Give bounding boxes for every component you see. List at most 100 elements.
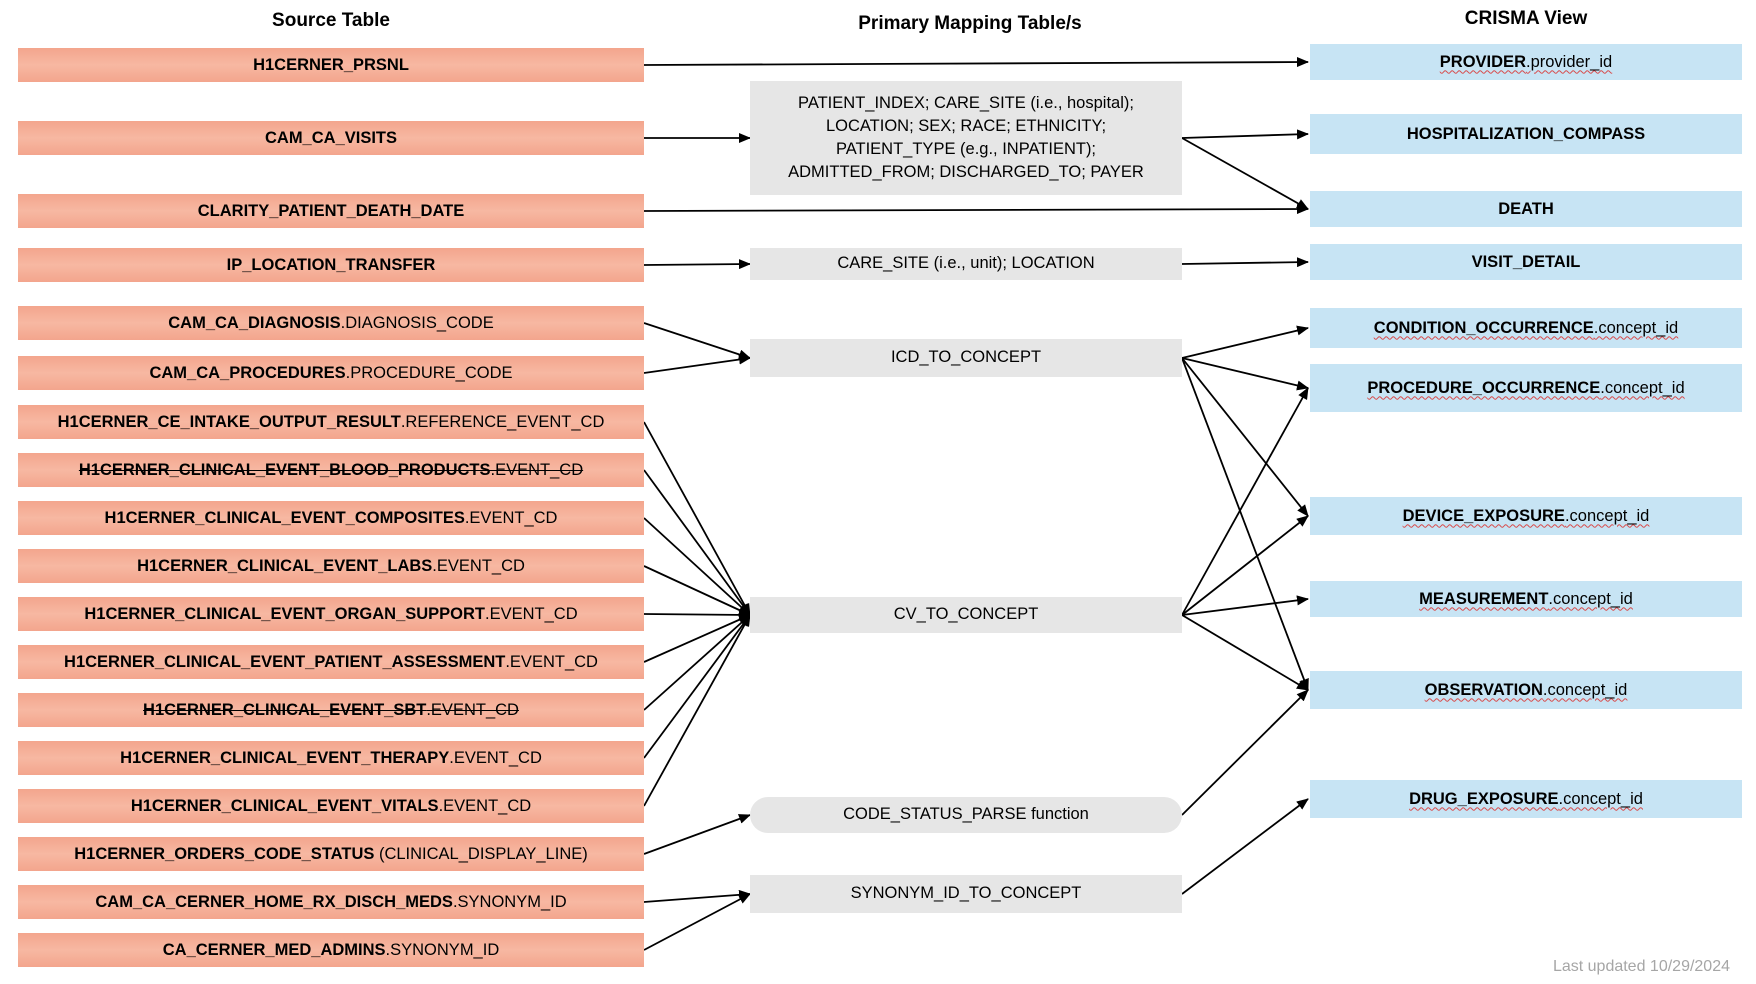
mapping-table-text: PATIENT_INDEX; CARE_SITE (i.e., hospital…: [788, 92, 1144, 184]
source-table-cam-ca-visits: CAM_CA_VISITS: [18, 121, 644, 155]
crisma-view-field: .concept_id: [1558, 789, 1643, 808]
mapping-table-synonym-id-to-concept: SYNONYM_ID_TO_CONCEPT: [750, 875, 1182, 913]
mapping-table-line: ICD_TO_CONCEPT: [890, 348, 1042, 367]
crisma-view-name: DRUG_EXPOSURE: [1409, 789, 1559, 808]
mapping-table-icd-to-concept: ICD_TO_CONCEPT: [750, 339, 1182, 377]
arrow-h1cerner-clinical-event-therapy-to-cv-to-concept: [643, 614, 751, 759]
source-table-name: CAM_CA_PROCEDURES: [149, 363, 346, 382]
source-table-cam-ca-cerner-home-rx-disch-meds: CAM_CA_CERNER_HOME_RX_DISCH_MEDS.SYNONYM…: [18, 885, 644, 919]
crisma-view-condition-occurrence: CONDITION_OCCURRENCE.concept_id: [1310, 308, 1742, 348]
arrow-h1cerner-clinical-event-organ-support-to-cv-to-concept: [643, 609, 751, 620]
source-table-ca-cerner-med-admins: CA_CERNER_MED_ADMINS.SYNONYM_ID: [18, 933, 644, 967]
mapping-table-line: PATIENT_TYPE (e.g., INPATIENT);: [835, 140, 1097, 158]
arrow-h1cerner-orders-code-status-to-code-status-parse-function: [643, 814, 751, 855]
crisma-view-label: MEASUREMENT.concept_id: [1419, 590, 1633, 609]
mapping-table-cv-to-concept: CV_TO_CONCEPT: [750, 597, 1182, 633]
source-table-label: H1CERNER_CLINICAL_EVENT_ORGAN_SUPPORT.EV…: [84, 605, 577, 624]
mapping-table-line: LOCATION; SEX; RACE; ETHNICITY;: [825, 116, 1107, 135]
crisma-view-header: CRISMA View: [1464, 8, 1588, 29]
source-table-name: H1CERNER_ORDERS_CODE_STATUS: [74, 844, 375, 863]
source-table-name: CAM_CA_CERNER_HOME_RX_DISCH_MEDS: [95, 892, 453, 911]
arrow-cam-ca-cerner-home-rx-disch-meds-to-synonym-id-to-concept: [643, 889, 751, 903]
mapping-table-line: CODE_STATUS_PARSE function: [843, 805, 1089, 824]
arrow-patient-index-mapping-to-death: [1181, 137, 1309, 210]
crisma-view-name: MEASUREMENT: [1419, 589, 1549, 608]
crisma-view-field: .concept_id: [1542, 680, 1628, 699]
source-table-name: H1CERNER_CLINICAL_EVENT_BLOOD_PRODUCTS: [78, 460, 491, 479]
arrow-ca-cerner-med-admins-to-synonym-id-to-concept: [643, 893, 751, 951]
source-table-ip-location-transfer: IP_LOCATION_TRANSFER: [18, 248, 644, 282]
mapping-table-text: ICD_TO_CONCEPT: [891, 346, 1041, 369]
source-table-name: H1CERNER_PRSNL: [253, 55, 409, 74]
arrow-h1cerner-prsnl-to-provider: [643, 57, 1309, 68]
source-table-label: H1CERNER_CLINICAL_EVENT_THERAPY.EVENT_CD: [120, 749, 542, 768]
arrow-h1cerner-clinical-event-vitals-to-cv-to-concept: [643, 614, 751, 807]
source-table-name: H1CERNER_CE_INTAKE_OUTPUT_RESULT: [57, 412, 401, 431]
crisma-view-label: OBSERVATION.concept_id: [1425, 681, 1628, 700]
mapping-table-line: CV_TO_CONCEPT: [893, 605, 1039, 624]
source-table-h1cerner-clinical-event-organ-support: H1CERNER_CLINICAL_EVENT_ORGAN_SUPPORT.EV…: [18, 597, 644, 631]
crisma-view-visit-detail: VISIT_DETAIL: [1310, 244, 1742, 280]
source-table-field: .REFERENCE_EVENT_CD: [400, 412, 605, 431]
crisma-view-measurement: MEASUREMENT.concept_id: [1310, 581, 1742, 617]
crisma-view-observation: OBSERVATION.concept_id: [1310, 671, 1742, 709]
source-table-h1cerner-clinical-event-vitals: H1CERNER_CLINICAL_EVENT_VITALS.EVENT_CD: [18, 789, 644, 823]
mapping-table-patient-index: PATIENT_INDEX; CARE_SITE (i.e., hospital…: [750, 81, 1182, 195]
arrow-clarity-patient-death-date-to-death: [643, 204, 1309, 215]
source-table-name: H1CERNER_CLINICAL_EVENT_COMPOSITES: [104, 508, 465, 527]
crisma-view-death: DEATH: [1310, 191, 1742, 227]
source-table-field: .EVENT_CD: [438, 796, 532, 815]
source-table-name: H1CERNER_CLINICAL_EVENT_VITALS: [130, 796, 439, 815]
source-table-h1cerner-clinical-event-patient-assessment: H1CERNER_CLINICAL_EVENT_PATIENT_ASSESSME…: [18, 645, 644, 679]
crisma-view-field: .concept_id: [1564, 506, 1650, 525]
mapping-table-text: CODE_STATUS_PARSE function: [843, 803, 1089, 826]
crisma-view-device-exposure: DEVICE_EXPOSURE.concept_id: [1310, 497, 1742, 535]
arrow-cv-to-concept-to-procedure-occurrence: [1181, 387, 1309, 616]
crisma-view-field: .concept_id: [1600, 378, 1685, 397]
source-table-name: CAM_CA_DIAGNOSIS: [168, 313, 341, 332]
source-table-label: CAM_CA_DIAGNOSIS.DIAGNOSIS_CODE: [168, 314, 493, 333]
arrow-h1cerner-clinical-event-blood-products-to-cv-to-concept: [643, 469, 751, 616]
crisma-view-label: CONDITION_OCCURRENCE.concept_id: [1374, 319, 1678, 338]
crisma-view-name: PROVIDER: [1439, 52, 1526, 71]
mapping-table-line: PATIENT_INDEX; CARE_SITE (i.e., hospital…: [798, 93, 1134, 112]
source-table-field: .SYNONYM_ID: [452, 892, 567, 911]
mapping-table-line: ADMITTED_FROM; DISCHARGED_TO; PAYER: [788, 163, 1144, 182]
crisma-view-name: CONDITION_OCCURRENCE: [1373, 318, 1594, 337]
crisma-view-name: DEVICE_EXPOSURE: [1402, 506, 1565, 525]
crisma-view-label: PROCEDURE_OCCURRENCE.concept_id: [1367, 379, 1684, 398]
source-table-h1cerner-clinical-event-labs: H1CERNER_CLINICAL_EVENT_LABS.EVENT_CD: [18, 549, 644, 583]
crisma-view-label: HOSPITALIZATION_COMPASS: [1407, 125, 1645, 144]
source-table-field: .EVENT_CD: [485, 604, 578, 623]
arrow-care-site-mapping-to-visit-detail: [1181, 257, 1309, 268]
source-table-cam-ca-diagnosis: CAM_CA_DIAGNOSIS.DIAGNOSIS_CODE: [18, 306, 644, 340]
crisma-view-label: DEATH: [1498, 200, 1554, 219]
crisma-view-name: DEATH: [1498, 199, 1554, 218]
arrow-h1cerner-clinical-event-composites-to-cv-to-concept: [643, 517, 751, 616]
crisma-view-field: .concept_id: [1548, 589, 1633, 608]
source-table-field: .EVENT_CD: [426, 700, 519, 719]
source-table-field: .PROCEDURE_CODE: [345, 363, 513, 382]
arrow-cam-ca-diagnosis-to-icd-to-concept: [643, 322, 751, 360]
mapping-table-care-site: CARE_SITE (i.e., unit); LOCATION: [750, 248, 1182, 280]
arrow-synonym-id-to-concept-to-drug-exposure: [1181, 798, 1309, 895]
source-table-header: Source Table: [272, 10, 390, 31]
mapping-table-header: Primary Mapping Table/s: [858, 13, 1082, 34]
source-table-h1cerner-ce-intake-output-result: H1CERNER_CE_INTAKE_OUTPUT_RESULT.REFEREN…: [18, 405, 644, 439]
source-table-h1cerner-clinical-event-sbt: H1CERNER_CLINICAL_EVENT_SBT.EVENT_CD: [18, 693, 644, 727]
arrow-icd-to-concept-to-procedure-occurrence: [1181, 357, 1309, 391]
source-table-h1cerner-orders-code-status: H1CERNER_ORDERS_CODE_STATUS (CLINICAL_DI…: [18, 837, 644, 871]
source-table-label: CA_CERNER_MED_ADMINS.SYNONYM_ID: [163, 941, 499, 960]
arrow-h1cerner-clinical-event-sbt-to-cv-to-concept: [643, 614, 751, 711]
crisma-view-hospitalization-compass: HOSPITALIZATION_COMPASS: [1310, 114, 1742, 154]
source-table-label: H1CERNER_CLINICAL_EVENT_COMPOSITES.EVENT…: [105, 509, 558, 528]
crisma-view-name: PROCEDURE_OCCURRENCE: [1367, 378, 1601, 397]
last-updated-note: Last updated 10/29/2024: [1552, 958, 1730, 975]
mapping-table-line: SYNONYM_ID_TO_CONCEPT: [850, 884, 1082, 903]
source-table-label: H1CERNER_CE_INTAKE_OUTPUT_RESULT.REFEREN…: [58, 413, 605, 432]
source-table-label: CLARITY_PATIENT_DEATH_DATE: [198, 202, 464, 221]
source-table-label: H1CERNER_ORDERS_CODE_STATUS (CLINICAL_DI…: [74, 845, 587, 864]
arrow-cam-ca-procedures-to-icd-to-concept: [643, 354, 751, 374]
source-table-h1cerner-prsnl: H1CERNER_PRSNL: [18, 48, 644, 82]
